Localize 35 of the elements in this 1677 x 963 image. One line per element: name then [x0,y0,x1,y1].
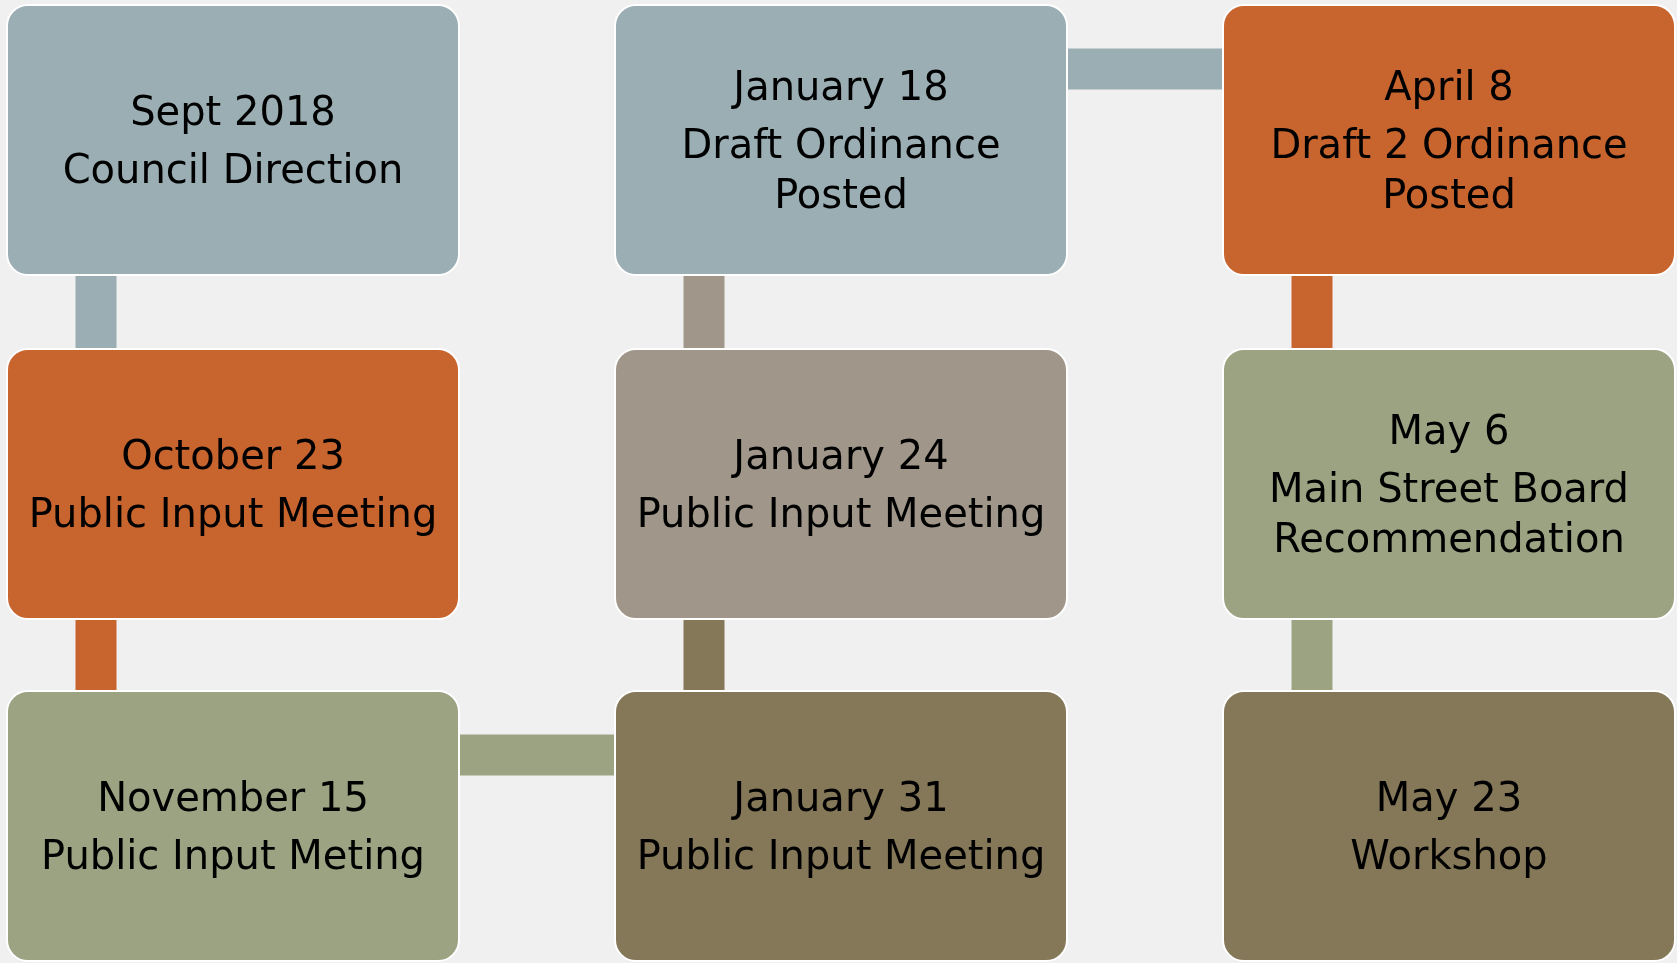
connector-bar [683,620,725,690]
date-label: May 6 [1388,406,1510,455]
milestone-box [6,4,460,276]
milestone-label: Public Input Meeting [636,831,1046,880]
milestone-box [6,348,460,620]
connector-bar [1291,620,1333,690]
date-label: April 8 [1384,62,1514,111]
date-label: Sept 2018 [130,87,336,136]
connector-bar [75,620,117,690]
milestone-box [614,348,1068,620]
milestone-label: Council Direction [62,145,404,194]
date-label: May 23 [1375,773,1523,822]
date-label: January 24 [733,431,949,480]
milestone-label: Workshop [1350,831,1548,880]
milestone-label: Public Input Meeting [636,489,1046,538]
connector-bar [460,734,614,776]
connector-bar [683,276,725,348]
date-label: January 31 [733,773,949,822]
milestone-label: Public Input Meeting [28,489,438,538]
milestone-label: Draft Ordinance Posted [680,120,1002,219]
milestone-box [1222,690,1676,962]
date-label: October 23 [121,431,345,480]
date-label: January 18 [733,62,949,111]
milestone-label: Public Input Meting [40,831,425,880]
milestone-label: Main Street Board Recommendation [1268,464,1630,563]
milestone-box [1222,348,1676,620]
milestone-box [614,4,1068,276]
date-label: November 15 [97,773,369,822]
milestone-box [6,690,460,962]
milestone-label: Draft 2 Ordinance Posted [1269,120,1629,219]
connector-bar [1291,276,1333,348]
connector-bar [75,276,117,348]
connector-bar [1068,48,1222,90]
milestone-box [614,690,1068,962]
milestone-box [1222,4,1676,276]
